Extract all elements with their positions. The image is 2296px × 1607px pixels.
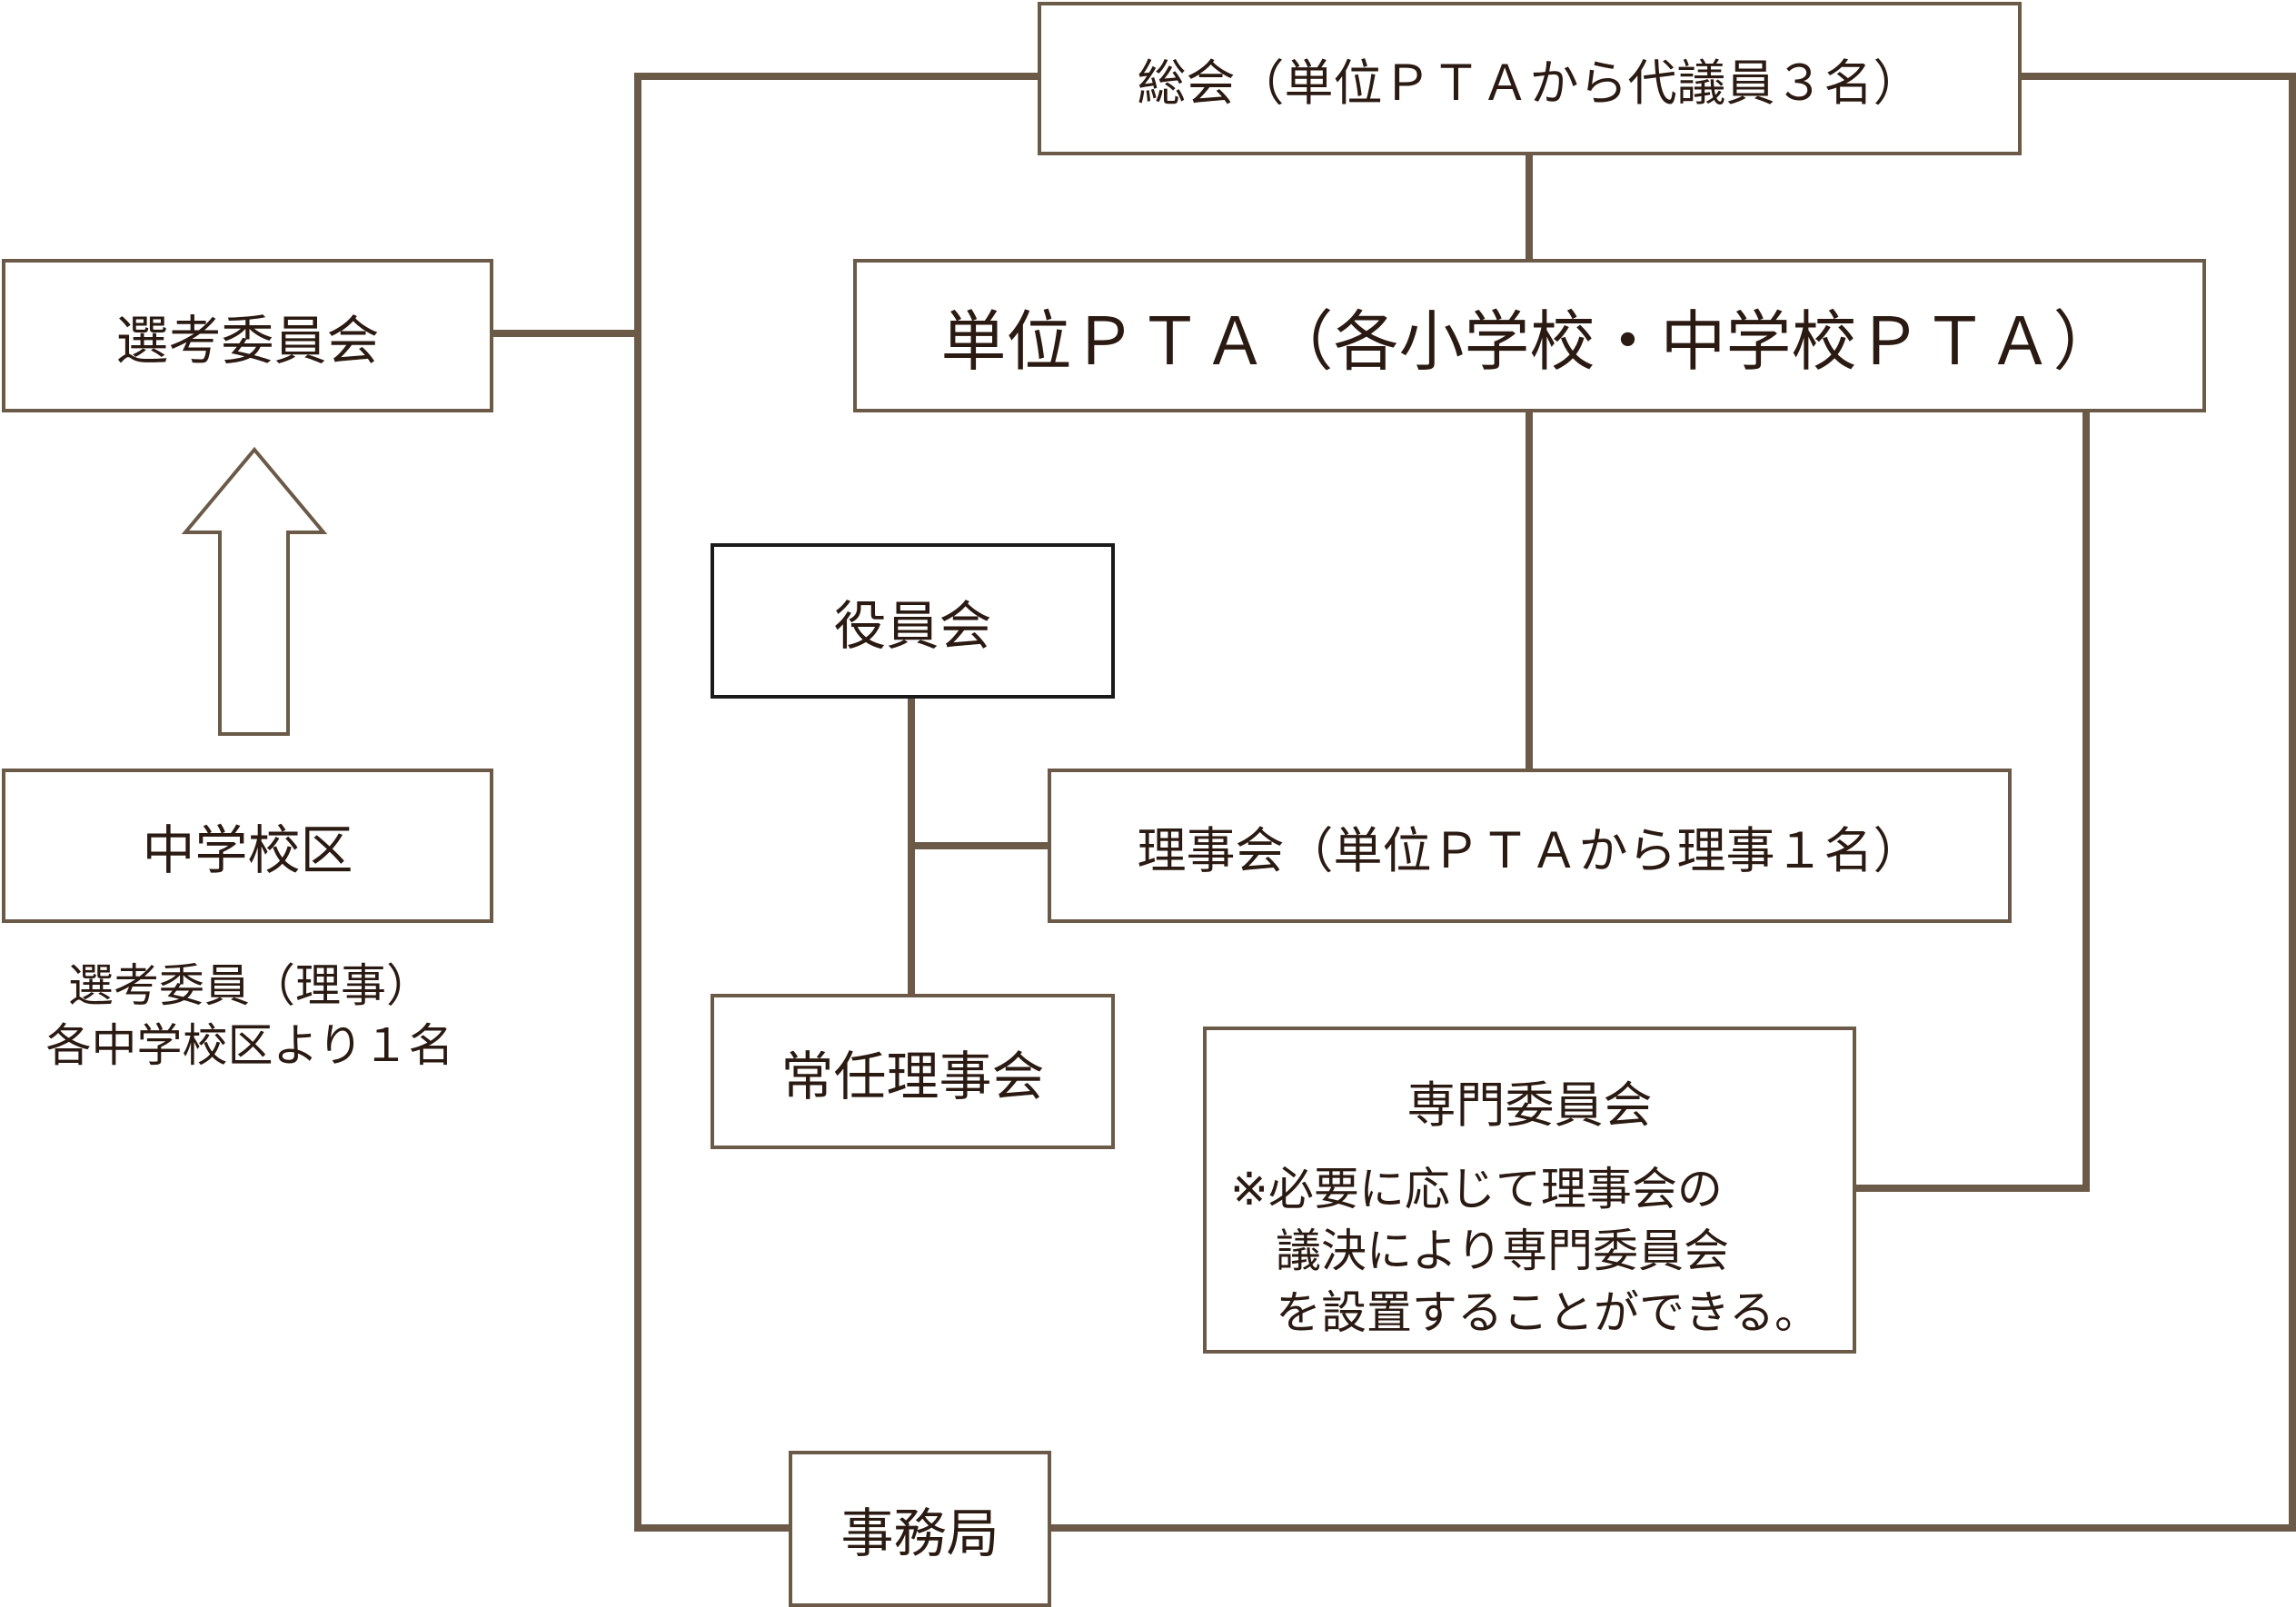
selection-committee-label: 選考委員会 [115, 309, 380, 372]
standing-board-label: 常任理事会 [780, 1045, 1045, 1107]
board-of-directors-label: 理事会（単位ＰＴＡから理事１名） [1137, 821, 1923, 879]
special-committee-title: 専門委員会 [1406, 1076, 1653, 1134]
unit-pta-label: 単位ＰＴＡ（各小学校・中学校ＰＴＡ） [940, 303, 2119, 380]
connector-frame-right [1046, 73, 2296, 1532]
selection-committee-box: 選考委員会 [2, 259, 493, 412]
officers-meeting-label: 役員会 [833, 594, 992, 657]
special-committee-note: ※必要に応じて理事会の 議決により専門委員会 を設置することができる。 [1230, 1163, 1820, 1339]
junior-high-district-label: 中学校区 [142, 819, 353, 881]
connector-group [488, 73, 2296, 1532]
secretariat-label: 事務局 [840, 1503, 999, 1564]
secretariat-box: 事務局 [789, 1451, 1051, 1607]
up-arrow-icon [181, 446, 328, 736]
connector-frame-left [634, 73, 794, 1532]
standing-board-box: 常任理事会 [711, 994, 1115, 1149]
special-committee-box: 専門委員会 ※必要に応じて理事会の 議決により専門委員会 を設置することができる… [1203, 1027, 1856, 1354]
general-assembly-label: 総会（単位ＰＴＡから代議員３名） [1137, 55, 1923, 112]
officers-meeting-box: 役員会 [711, 543, 1115, 699]
general-assembly-box: 総会（単位ＰＴＡから代議員３名） [1038, 2, 2022, 155]
junior-high-district-box: 中学校区 [2, 769, 493, 923]
unit-pta-box: 単位ＰＴＡ（各小学校・中学校ＰＴＡ） [853, 259, 2206, 412]
district-note-caption: 選考委員（理事） 各中学校区より１名 [45, 959, 454, 1072]
connector-unit-special [1851, 409, 2090, 1192]
board-of-directors-box: 理事会（単位ＰＴＡから理事１名） [1048, 769, 2012, 923]
